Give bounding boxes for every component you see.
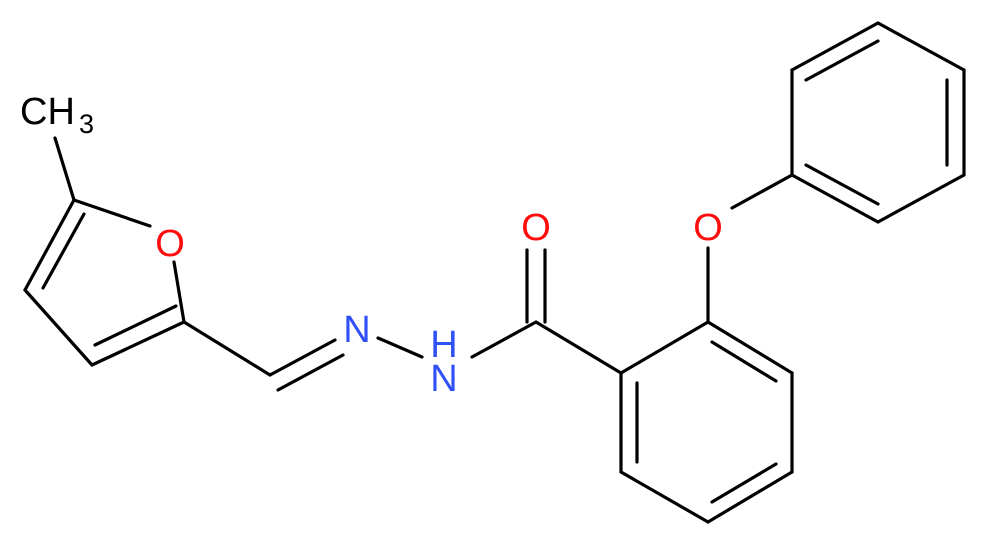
bond [376,336,424,359]
bond [470,320,538,359]
bonds [23,21,966,524]
bond [41,212,86,290]
bond [93,304,178,347]
atom-nitrogen-amide: N [430,358,457,400]
atom-labels: O O O N H N CH 3 [20,91,723,400]
bond [706,470,794,524]
bond [876,173,966,224]
bond [710,340,778,383]
bond [804,39,880,82]
bond [72,198,152,228]
bond [790,21,880,72]
bond [268,338,337,377]
atom-methyl-subscript: 3 [79,109,94,139]
bond [23,288,94,367]
bond [23,198,76,292]
bond [619,470,710,524]
bond [706,320,794,375]
atom-oxygen-ether: O [693,207,723,249]
bond [53,136,76,202]
bond [172,260,186,324]
atom-methyl-carbon: CH [20,91,75,133]
bond [804,163,880,206]
bond [534,320,623,375]
bond [276,353,345,392]
bond [790,173,880,224]
bond [710,462,778,504]
bond [182,320,272,377]
bond [90,320,186,367]
atom-nitrogen-imine: N [343,309,370,351]
bond [876,21,966,72]
bond [730,173,794,210]
bond [619,320,710,375]
atom-oxygen-carbonyl: O [521,207,551,249]
atom-oxygen-furan: O [155,223,185,265]
atom-hydrogen-amide: H [430,324,457,366]
